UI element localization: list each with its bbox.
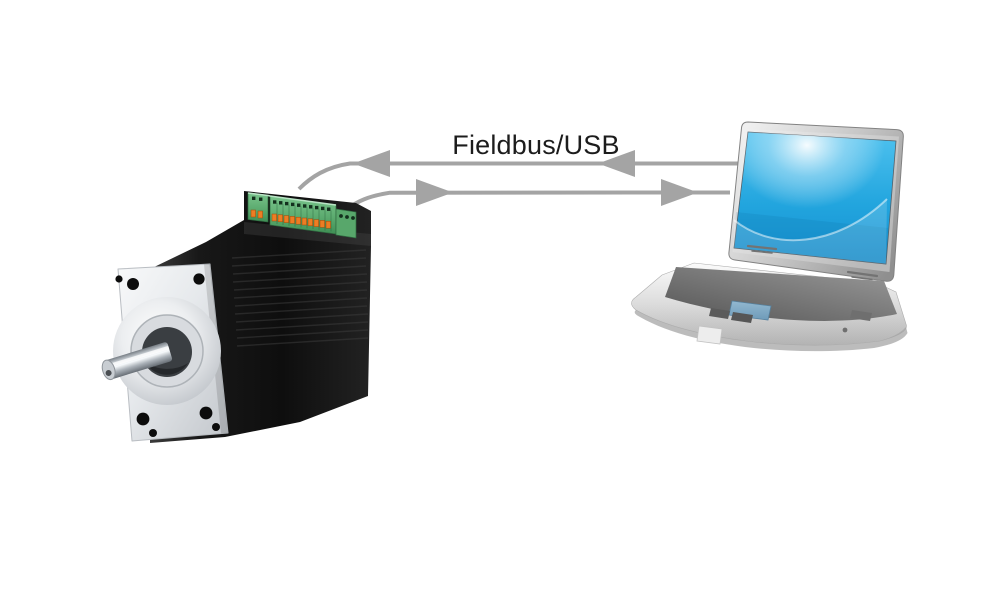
terminal-holes <box>252 196 355 220</box>
connection-label: Fieldbus/USB <box>452 130 620 160</box>
faceplate-holes <box>115 273 220 437</box>
side-port-dot <box>842 327 848 333</box>
laptop-base <box>631 262 908 352</box>
terminal-dividers <box>276 203 332 232</box>
laptop-latch <box>696 325 723 345</box>
laptop-screen <box>733 131 897 265</box>
side-port-slot <box>850 310 872 321</box>
fieldbus-line-to-motor <box>297 161 740 191</box>
connection-arrows <box>353 150 698 206</box>
arrow-right-icon <box>661 179 698 206</box>
motor-body-sheen <box>244 222 371 246</box>
motor-terminal-blocks <box>247 192 357 239</box>
trackpad-button-right[interactable] <box>731 312 753 323</box>
motor-faceplate <box>101 263 229 442</box>
shaft-well-shadow <box>145 362 188 375</box>
screen-glow <box>734 132 896 264</box>
stepper-motor-illustration <box>101 191 371 443</box>
trackpad-button-left[interactable] <box>709 308 730 319</box>
arrow-left-icon <box>598 150 635 177</box>
shaft-center-hole <box>105 369 112 376</box>
arrow-right-icon <box>416 179 453 206</box>
motor-shaft <box>101 342 173 381</box>
base-underside <box>634 310 908 352</box>
laptop-illustration <box>631 121 908 352</box>
laptop-keyboard-deck <box>665 267 897 321</box>
arrow-left-icon <box>353 150 390 177</box>
terminal-block <box>335 208 357 239</box>
motor-ribs <box>231 249 369 347</box>
terminal-clips <box>250 209 331 229</box>
bezel-vents <box>746 244 879 281</box>
